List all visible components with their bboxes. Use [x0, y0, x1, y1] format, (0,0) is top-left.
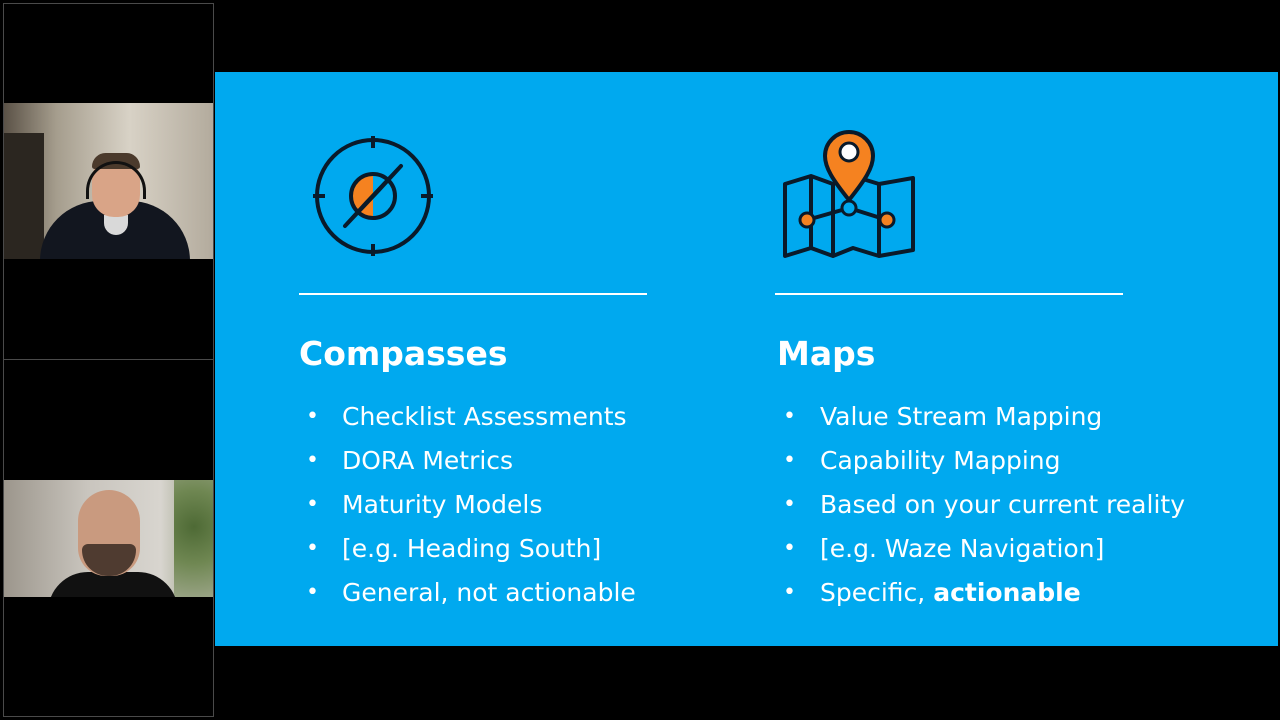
sidebar-divider [4, 359, 213, 360]
compasses-list: Checklist Assessments DORA Metrics Matur… [299, 395, 636, 615]
background-furniture [4, 133, 44, 259]
list-item-emphasis: actionable [933, 578, 1081, 607]
list-item: Checklist Assessments [299, 395, 636, 439]
maps-list: Value Stream Mapping Capability Mapping … [775, 395, 1185, 615]
list-item: [e.g. Heading South] [299, 527, 636, 571]
list-item: Capability Mapping [775, 439, 1185, 483]
list-item-prefix: Specific, [820, 578, 934, 607]
list-item: Maturity Models [299, 483, 636, 527]
participants-sidebar [3, 3, 214, 717]
participant-collar [104, 215, 128, 235]
left-separator [299, 293, 647, 295]
participant-video-1[interactable] [4, 103, 213, 259]
list-item: Specific, actionable [775, 571, 1185, 615]
background-plant [174, 480, 213, 597]
list-item: Value Stream Mapping [775, 395, 1185, 439]
maps-heading: Maps [777, 334, 876, 373]
list-item: Based on your current reality [775, 483, 1185, 527]
map-pin-icon [781, 124, 917, 264]
presentation-slide: Compasses Checklist Assessments DORA Met… [215, 72, 1278, 646]
right-separator [775, 293, 1123, 295]
compasses-heading: Compasses [299, 334, 508, 373]
participant-video-2[interactable] [4, 480, 213, 597]
list-item: DORA Metrics [299, 439, 636, 483]
compass-icon [311, 134, 435, 262]
list-item: [e.g. Waze Navigation] [775, 527, 1185, 571]
list-item: General, not actionable [299, 571, 636, 615]
participant-body [48, 572, 178, 597]
